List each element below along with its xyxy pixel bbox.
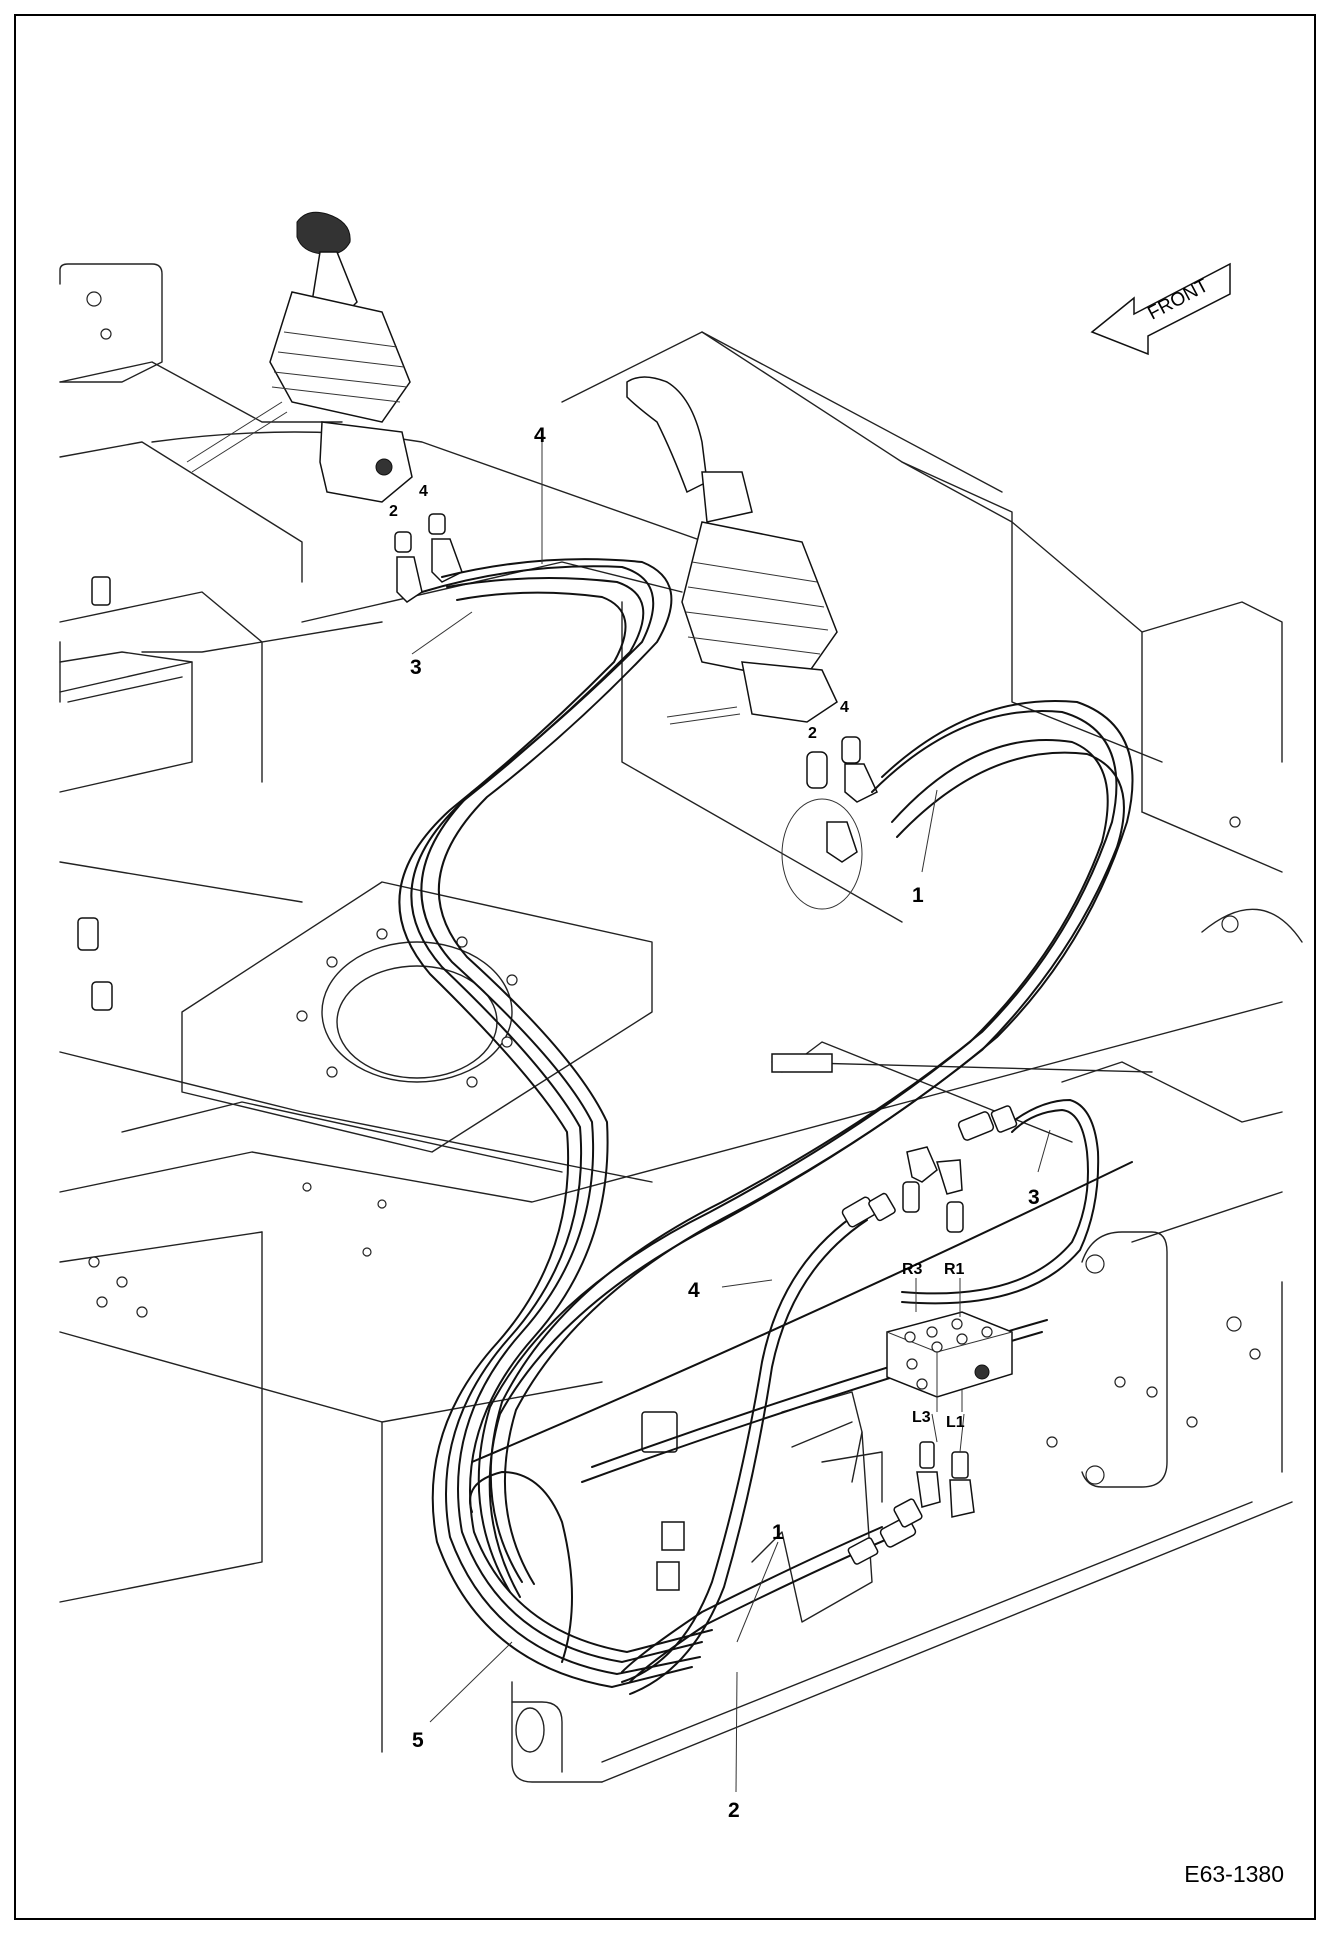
valve-port-r1: R1 bbox=[944, 1261, 965, 1278]
hose-bundle bbox=[398, 558, 1134, 1695]
right-joystick-port-2: 2 bbox=[808, 725, 817, 742]
left-joystick-port-2: 2 bbox=[389, 503, 398, 520]
callout-3-left: 3 bbox=[410, 656, 422, 679]
callout-5: 5 bbox=[412, 1729, 424, 1752]
valve-port-r3: R3 bbox=[902, 1261, 923, 1278]
callout-leaders bbox=[411, 442, 1051, 1793]
front-direction-arrow: FRONT bbox=[1090, 262, 1231, 356]
callout-1-upper: 1 bbox=[912, 884, 924, 907]
right-joystick-port-4: 4 bbox=[840, 699, 849, 716]
callout-labels: 4 3 1 3 4 1 2 5 2 4 2 4 R3 R1 L3 L1 bbox=[389, 424, 1040, 1822]
left-joystick bbox=[186, 211, 463, 603]
callout-3-right: 3 bbox=[1028, 1186, 1040, 1209]
callout-1-lower: 1 bbox=[772, 1521, 784, 1544]
right-joystick bbox=[626, 376, 878, 910]
callout-4-left: 4 bbox=[534, 424, 546, 447]
callout-4-mid: 4 bbox=[688, 1279, 700, 1302]
left-joystick-port-4: 4 bbox=[419, 483, 428, 500]
hydraulic-diagram: FRONT 4 3 1 3 4 1 2 5 2 4 2 4 R3 R1 L3 L… bbox=[59, 211, 1303, 1822]
figure-id: E63-1380 bbox=[1184, 1861, 1284, 1887]
upper-frame-structure bbox=[59, 263, 1303, 1783]
valve-port-l1: L1 bbox=[946, 1414, 965, 1431]
callout-2-bottom: 2 bbox=[728, 1799, 740, 1822]
valve-port-l3: L3 bbox=[912, 1409, 931, 1426]
valve-block bbox=[886, 1311, 1013, 1412]
hose-fittings bbox=[841, 1105, 1018, 1565]
drawing-frame: FRONT 4 3 1 3 4 1 2 5 2 4 2 4 R3 R1 L3 L… bbox=[14, 14, 1316, 1920]
